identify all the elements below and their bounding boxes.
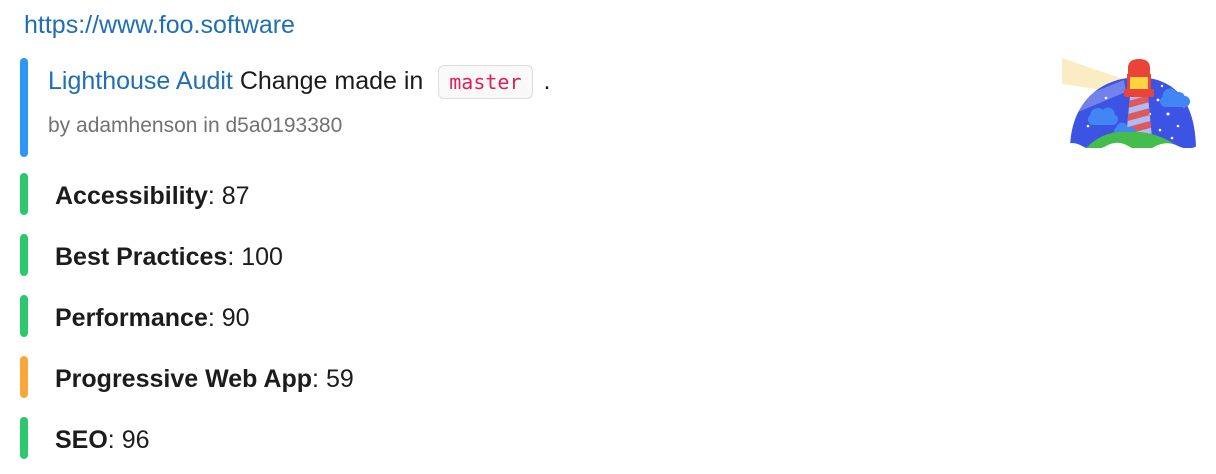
score-label: Accessibility bbox=[55, 182, 208, 210]
score-label: SEO bbox=[55, 426, 108, 454]
score-value: 87 bbox=[221, 182, 250, 210]
score-row-pwa: Progressive Web App: 59 bbox=[55, 364, 354, 394]
attachment-color-bar bbox=[20, 58, 28, 157]
score-separator: : bbox=[107, 426, 122, 454]
score-value: 90 bbox=[221, 304, 250, 332]
score-bar-best-practices bbox=[20, 234, 28, 276]
score-separator: : bbox=[207, 304, 222, 332]
score-bar-seo bbox=[20, 417, 28, 459]
score-row-performance: Performance: 90 bbox=[55, 303, 250, 333]
score-label: Best Practices bbox=[55, 243, 228, 271]
lighthouse-logo-icon[interactable] bbox=[1062, 56, 1202, 156]
score-value: 100 bbox=[241, 243, 283, 271]
attachment-title-link[interactable]: Lighthouse Audit bbox=[48, 67, 233, 95]
score-separator: : bbox=[207, 182, 222, 210]
score-value: 96 bbox=[121, 426, 150, 454]
score-bar-pwa bbox=[20, 356, 28, 398]
score-label: Progressive Web App bbox=[55, 365, 313, 393]
score-row-seo: SEO: 96 bbox=[55, 425, 150, 455]
score-row-best-practices: Best Practices: 100 bbox=[55, 242, 283, 272]
attachment-title-suffix: . bbox=[543, 67, 551, 95]
attachment-title-text: Change made in bbox=[239, 67, 424, 95]
attachment-title: Lighthouse Audit Change made in master . bbox=[48, 64, 550, 99]
score-separator: : bbox=[312, 365, 326, 393]
score-bar-accessibility bbox=[20, 173, 28, 215]
score-value: 59 bbox=[325, 365, 354, 393]
attachment-byline: by adamhenson in d5a0193380 bbox=[48, 114, 343, 137]
score-separator: : bbox=[227, 243, 242, 271]
message-url-link[interactable]: https://www.foo.software bbox=[24, 11, 295, 39]
score-label: Performance bbox=[55, 304, 208, 332]
score-row-accessibility: Accessibility: 87 bbox=[55, 181, 250, 211]
score-bar-performance bbox=[20, 295, 28, 337]
branch-code-badge: master bbox=[438, 65, 533, 99]
